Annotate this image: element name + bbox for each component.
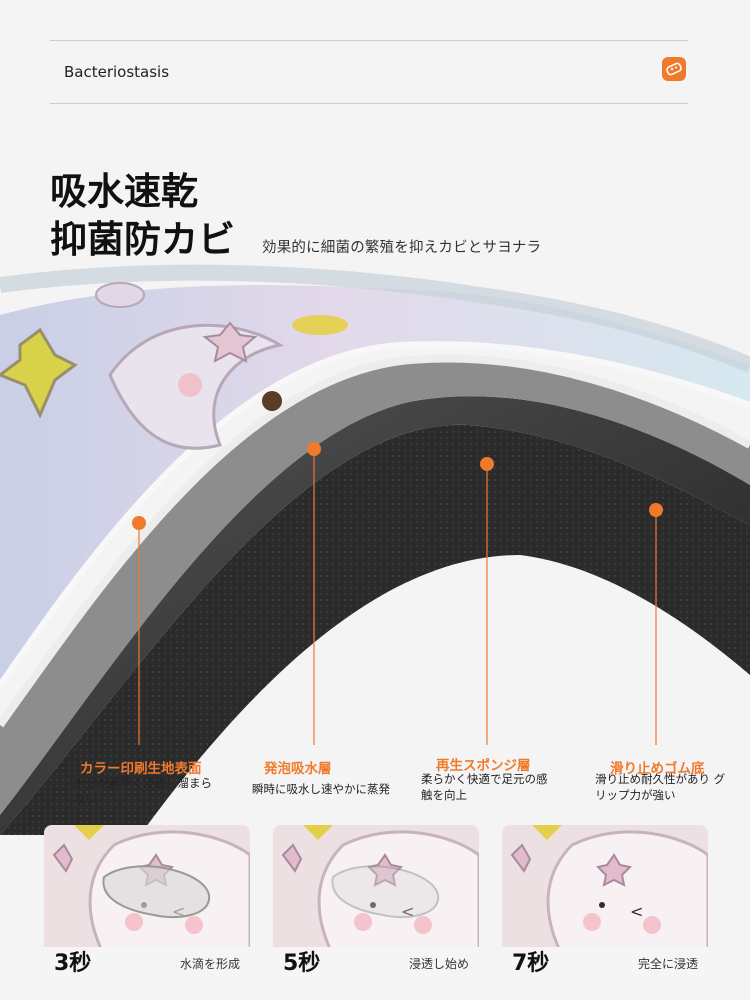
- layer-desc-sponge: 柔らかく快適で足元の感触を向上: [421, 772, 548, 802]
- photo-caption-bar: 5秒 浸透し始め: [273, 947, 479, 980]
- layer-desc-print: 水分が素早く浸透し溜まらない: [74, 776, 212, 806]
- headline-subtitle: 効果的に細菌の繁殖を抑えカビとサヨナラ: [262, 240, 542, 256]
- svg-text:<: <: [630, 902, 643, 921]
- headline-line-2: 抑菌防カビ: [50, 218, 235, 261]
- photo-caption-bar: 7秒 完全に浸透: [502, 947, 708, 980]
- layer-desc-foam: 瞬時に吸水し速やかに蒸発: [252, 782, 390, 796]
- water-droplet: [331, 865, 440, 919]
- photo-caption: 水滴を形成: [179, 957, 240, 971]
- headline-line-1: 吸水速乾: [50, 170, 198, 213]
- photo-time: 3秒: [54, 951, 92, 976]
- absorption-photo-5s: < 5秒 浸透し始め: [273, 825, 479, 980]
- photo-caption: 完全に浸透: [637, 957, 698, 971]
- layer-label-foam: 発泡吸水層: [264, 761, 332, 777]
- mat-cross-section-illustration: [0, 264, 750, 835]
- headline: 吸水速乾 抑菌防カビ: [50, 168, 235, 264]
- layer-label-print: カラー印刷生地表面: [80, 761, 202, 777]
- photo-time: 7秒: [512, 951, 550, 976]
- absorption-photo-7s: < 7秒 完全に浸透: [502, 825, 708, 980]
- absorption-photo-3s: < 3秒 水滴を形成: [44, 825, 250, 980]
- layer-label-sponge: 再生スポンジ層: [436, 758, 531, 774]
- water-droplet: [102, 865, 211, 919]
- header-bar: Bacteriostasis: [50, 40, 688, 104]
- sponge-icon: [662, 57, 686, 81]
- photo-time: 5秒: [283, 951, 321, 976]
- photo-caption-bar: 3秒 水滴を形成: [44, 947, 250, 980]
- layer-desc-rubber: 滑り止め耐久性があり グリップ力が強い: [595, 772, 726, 802]
- layer-label-rubber: 滑り止めゴム底: [610, 761, 705, 777]
- header-title: Bacteriostasis: [64, 63, 170, 81]
- photo-caption: 浸透し始め: [408, 957, 469, 971]
